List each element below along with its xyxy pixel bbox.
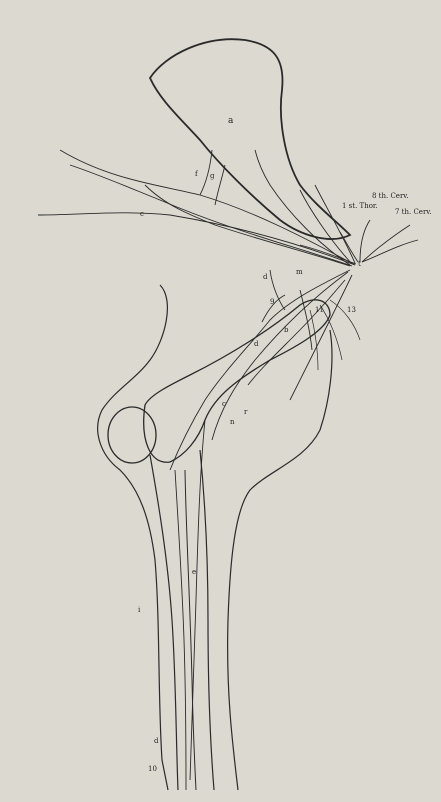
label-d-lower: d	[154, 737, 158, 745]
label-one-thor: 1 st. Thor.	[342, 202, 378, 210]
label-humerus: b	[284, 326, 288, 334]
label-g: g	[210, 172, 214, 180]
label-f: f	[195, 170, 198, 178]
label-thirteen: 13	[347, 306, 356, 314]
label-nine: 9	[270, 298, 274, 306]
label-c-mid: c	[222, 400, 226, 408]
label-i: i	[138, 606, 140, 614]
label-d-mid: d	[254, 340, 258, 348]
label-eleven: 11	[315, 306, 324, 314]
label-seven-cerv: 7 th. Cerv.	[395, 208, 432, 216]
label-t: t	[358, 260, 361, 268]
label-scapula: a	[228, 116, 233, 126]
label-d-upper: d	[263, 273, 267, 281]
label-n: n	[230, 418, 235, 426]
label-eight-cerv: 8 th. Cerv.	[372, 192, 409, 200]
label-e: e	[192, 568, 196, 576]
label-m: m	[296, 268, 303, 276]
label-r: r	[244, 408, 247, 416]
label-c-left: c	[140, 210, 144, 218]
label-ten: 10	[148, 765, 157, 773]
